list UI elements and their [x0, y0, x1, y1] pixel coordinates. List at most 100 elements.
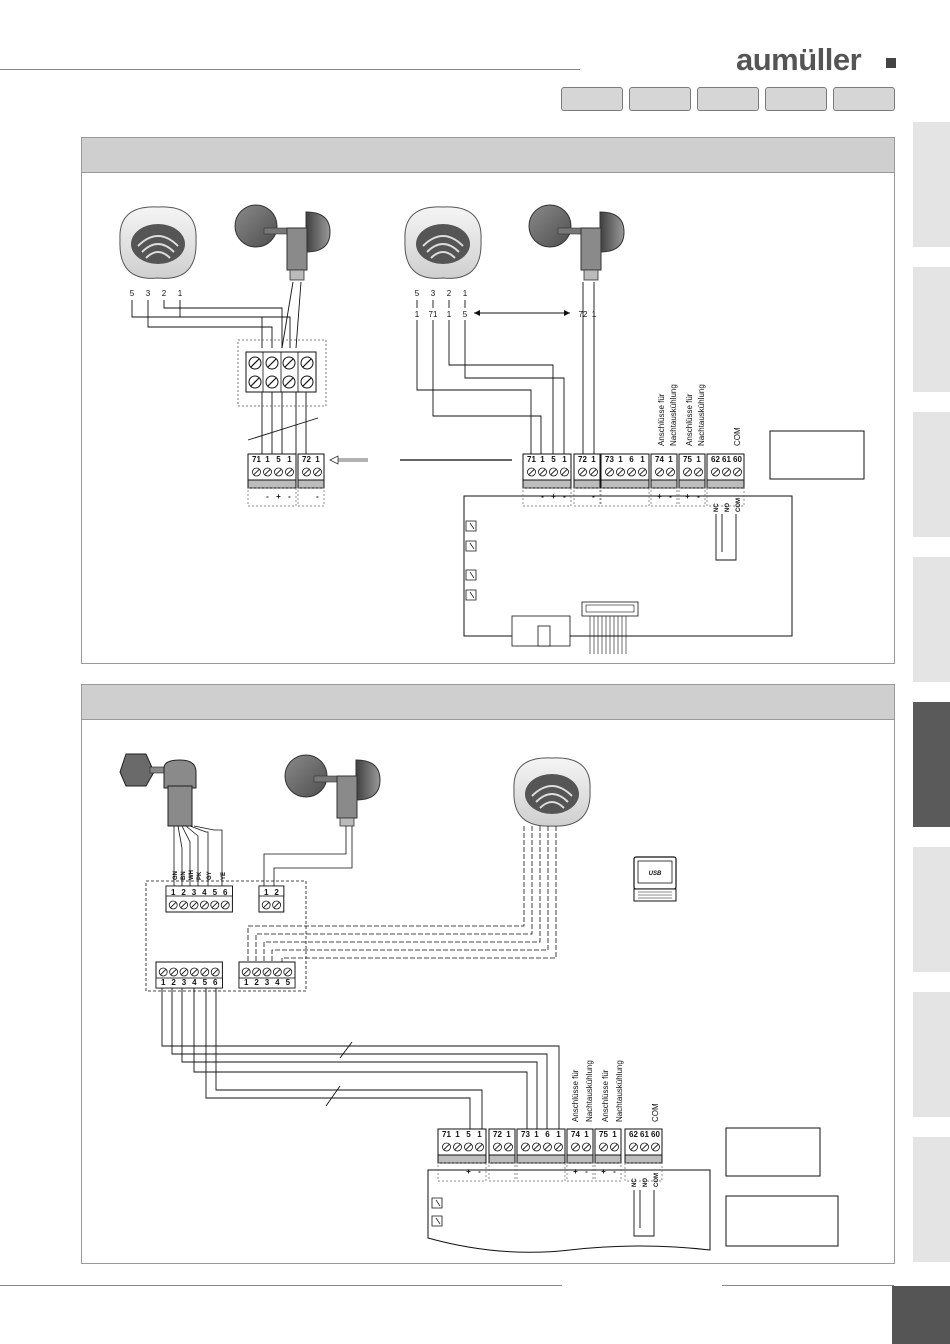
terminal-screw-icon[interactable]: [442, 1142, 451, 1152]
polarity-sign: -: [541, 492, 544, 501]
junction-screw-icon[interactable]: [272, 967, 282, 977]
terminal-screw-icon[interactable]: [627, 467, 636, 477]
vertical-label: Nachtauskühlung: [585, 1060, 594, 1122]
junction-screw-icon[interactable]: [199, 900, 209, 910]
junction-screw-icon[interactable]: [220, 900, 230, 910]
side-tab-7[interactable]: [913, 992, 950, 1117]
terminal-label: 1: [591, 455, 596, 464]
nav-tab-3[interactable]: [697, 87, 759, 111]
terminal-screw-icon[interactable]: [666, 467, 675, 477]
side-tab-6[interactable]: [913, 847, 950, 972]
junction-screw-icon[interactable]: [179, 967, 189, 977]
wire-number: 2: [162, 289, 167, 298]
side-tab-8[interactable]: [913, 1137, 950, 1262]
terminal-screw-icon[interactable]: [651, 1142, 660, 1152]
terminal-label: 72: [493, 1130, 502, 1139]
junction-screw-icon[interactable]: [179, 900, 189, 910]
terminal-screw-icon[interactable]: [453, 1142, 462, 1152]
board-2-info-box-2: [725, 1195, 839, 1247]
junction-screw-icon[interactable]: [169, 967, 179, 977]
terminal-screw-icon[interactable]: [589, 467, 598, 477]
terminal-label: 1: [455, 1130, 460, 1139]
terminal-screw-icon[interactable]: [549, 467, 558, 477]
side-tab-1[interactable]: [913, 122, 950, 247]
terminal-screw-icon[interactable]: [605, 467, 614, 477]
junction-screw-icon[interactable]: [158, 967, 168, 977]
board-2-wires: [161, 988, 560, 1130]
terminal-screw-icon[interactable]: [313, 467, 322, 477]
terminal-screw-icon[interactable]: [733, 467, 742, 477]
junction-label: 3: [182, 978, 187, 987]
side-tab-5-active[interactable]: [913, 702, 950, 827]
side-tab-2[interactable]: [913, 267, 950, 392]
terminal-screw-icon[interactable]: [711, 467, 720, 477]
terminal-screw-icon[interactable]: [616, 467, 625, 477]
junction-screw-icon[interactable]: [241, 967, 251, 977]
terminal-screw-icon[interactable]: [640, 1142, 649, 1152]
nav-tab-4[interactable]: [765, 87, 827, 111]
terminal-screw-icon[interactable]: [493, 1142, 502, 1152]
junction-screw-icon[interactable]: [200, 967, 210, 977]
nav-tab-1[interactable]: [561, 87, 623, 111]
terminal-screw-icon[interactable]: [722, 467, 731, 477]
terminal-screw-icon[interactable]: [694, 467, 703, 477]
terminal-screw-icon[interactable]: [578, 467, 587, 477]
terminal-screw-icon[interactable]: [538, 467, 547, 477]
nav-tab-2[interactable]: [629, 87, 691, 111]
arrow-left-head: [474, 310, 480, 316]
junction-screw-icon[interactable]: [210, 967, 220, 977]
vertical-label: Anschlüsse für: [571, 1069, 580, 1122]
terminal-screw-icon[interactable]: [504, 1142, 513, 1152]
left-junction-box: [237, 339, 327, 407]
terminal-screw-icon[interactable]: [610, 1142, 619, 1152]
rain-sensor-dashed-wires: [247, 826, 557, 966]
terminal-screw-icon[interactable]: [464, 1142, 473, 1152]
junction-label: 5: [213, 888, 218, 897]
junction-screw-icon[interactable]: [262, 967, 272, 977]
wire-color-label: GN: [173, 871, 179, 880]
terminal-screw-icon[interactable]: [554, 1142, 563, 1152]
junction-screw-icon[interactable]: [272, 900, 282, 910]
terminal-screw-icon[interactable]: [543, 1142, 552, 1152]
terminal-screw-icon[interactable]: [252, 467, 261, 477]
terminal-screw-icon[interactable]: [683, 467, 692, 477]
terminal-screw-icon[interactable]: [599, 1142, 608, 1152]
wire-color-label: WH: [189, 870, 195, 880]
junction-screw-icon[interactable]: [189, 900, 199, 910]
terminal-screw-icon[interactable]: [655, 467, 664, 477]
terminal-screw-icon[interactable]: [527, 467, 536, 477]
terminal-screw-icon[interactable]: [475, 1142, 484, 1152]
terminal-screw-icon[interactable]: [285, 467, 294, 477]
wire-number: 1: [463, 289, 468, 298]
side-tab-3[interactable]: [913, 412, 950, 537]
terminal-screw-icon[interactable]: [302, 467, 311, 477]
junction-screw-icon[interactable]: [261, 900, 271, 910]
terminal-screw-icon[interactable]: [521, 1142, 530, 1152]
junction-screw-icon[interactable]: [252, 967, 262, 977]
terminal-screw-icon[interactable]: [263, 467, 272, 477]
wire-number: 2: [447, 289, 452, 298]
terminal-label: 1: [315, 455, 320, 464]
junction-screw-icon[interactable]: [168, 900, 178, 910]
side-tab-4[interactable]: [913, 557, 950, 682]
terminal-screw-icon[interactable]: [560, 467, 569, 477]
junction-label: 5: [286, 978, 291, 987]
junction-screw-icon[interactable]: [189, 967, 199, 977]
terminal-screw-icon[interactable]: [629, 1142, 638, 1152]
terminal-screw-icon[interactable]: [532, 1142, 541, 1152]
junction-screw-icon[interactable]: [283, 967, 293, 977]
junction-label: 4: [275, 978, 280, 987]
brand-logo: aumüller: [736, 42, 862, 77]
right-wiring-lines: [416, 282, 595, 455]
junction-screw-icon[interactable]: [210, 900, 220, 910]
polarity-sign: +: [601, 1167, 606, 1176]
nav-tab-5[interactable]: [833, 87, 895, 111]
wind-direction-sensor-icon: [119, 753, 197, 827]
terminal-screw-icon[interactable]: [582, 1142, 591, 1152]
terminal-screw-icon[interactable]: [571, 1142, 580, 1152]
terminal-screw-icon[interactable]: [274, 467, 283, 477]
terminal-screw-icon[interactable]: [638, 467, 647, 477]
